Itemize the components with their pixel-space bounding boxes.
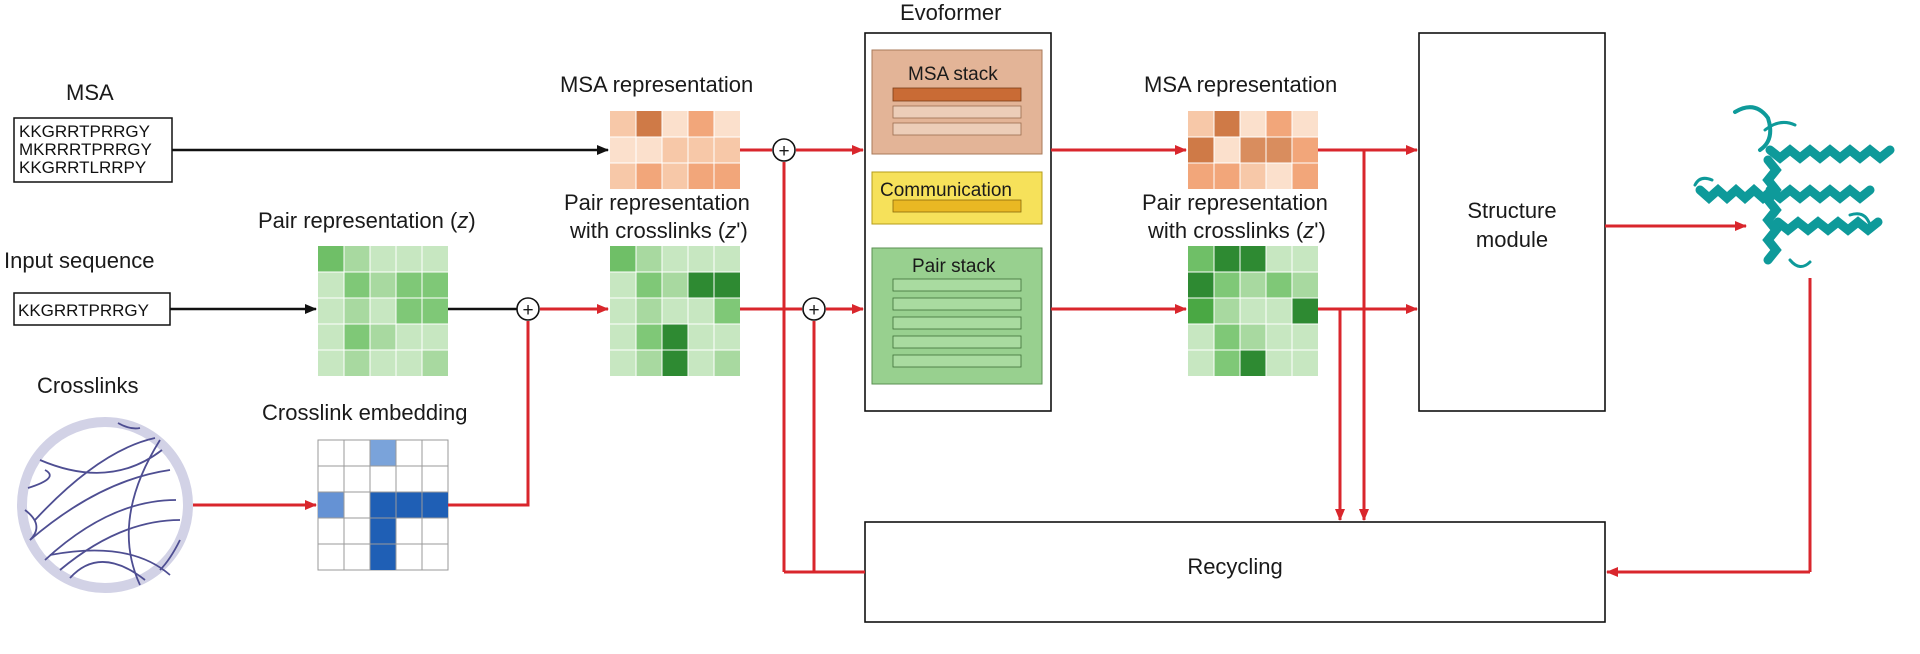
sum-node-pair-recycle: + (802, 297, 826, 321)
recycling-block: Recycling (864, 521, 1606, 623)
pair-rep-xl-label-in-line1: Pair representation (564, 190, 750, 215)
pair-rep-xl-grid-in (610, 246, 740, 376)
structure-module-block: Structure module (1418, 32, 1606, 412)
crosslinks-label: Crosslinks (37, 373, 138, 398)
msa-sequence-3: KKGRRTLRRPY (19, 158, 146, 177)
protein-structure-icon (1693, 105, 1895, 268)
evoformer-block: MSA stack Communication Pair stack (864, 32, 1052, 412)
pair-stack: Pair stack (871, 247, 1043, 385)
pair-rep-xl-label-out-line1: Pair representation (1142, 190, 1328, 215)
input-sequence-text: KKGRRTPRRGY (18, 301, 149, 320)
communication-label: Communication (880, 180, 1012, 201)
msa-representation-label-out: MSA representation (1144, 72, 1337, 97)
msa-representation-label-in: MSA representation (560, 72, 753, 97)
communication-block: Communication (871, 171, 1043, 225)
evoformer-label: Evoformer (900, 0, 1001, 25)
input-sequence-label: Input sequence (4, 248, 154, 273)
input-sequence-box: KKGRRTPRRGY (13, 292, 171, 326)
msa-representation-grid-in (610, 111, 740, 189)
crosslink-circle-plot-icon (17, 417, 193, 593)
sum-node-pair-crosslink: + (516, 297, 540, 321)
structure-module-label-line2: module (1476, 227, 1548, 252)
msa-stack: MSA stack (871, 49, 1043, 155)
svg-text:+: + (522, 300, 533, 321)
crosslink-embedding-grid (317, 439, 449, 571)
pair-representation-label: Pair representation (z) (258, 208, 476, 233)
pair-rep-xl-grid-out (1188, 246, 1318, 376)
crosslink-embedding-label: Crosslink embedding (262, 400, 467, 425)
structure-module-label-line1: Structure (1467, 198, 1556, 223)
pair-rep-xl-label-out-line2: with crosslinks (z') (1147, 218, 1326, 243)
pair-representation-grid (318, 246, 448, 376)
recycling-label: Recycling (1187, 554, 1282, 579)
flow-arrows (193, 145, 1812, 577)
svg-text:+: + (808, 300, 819, 321)
msa-stack-label: MSA stack (908, 64, 998, 85)
pair-rep-xl-label-in-line2: with crosslinks (z') (569, 218, 748, 243)
msa-sequence-2: MKRRRTPRRGY (19, 140, 152, 159)
pair-stack-label: Pair stack (912, 256, 996, 277)
input-arrows (170, 145, 609, 314)
msa-sequence-1: KKGRRTPRRGY (19, 122, 150, 141)
msa-label: MSA (66, 80, 114, 105)
sum-node-msa-recycle: + (772, 138, 796, 162)
msa-representation-grid-out (1188, 111, 1318, 189)
svg-text:+: + (778, 141, 789, 162)
msa-sequence-box: KKGRRTPRRGY MKRRRTPRRGY KKGRRTLRRPY (13, 117, 173, 183)
